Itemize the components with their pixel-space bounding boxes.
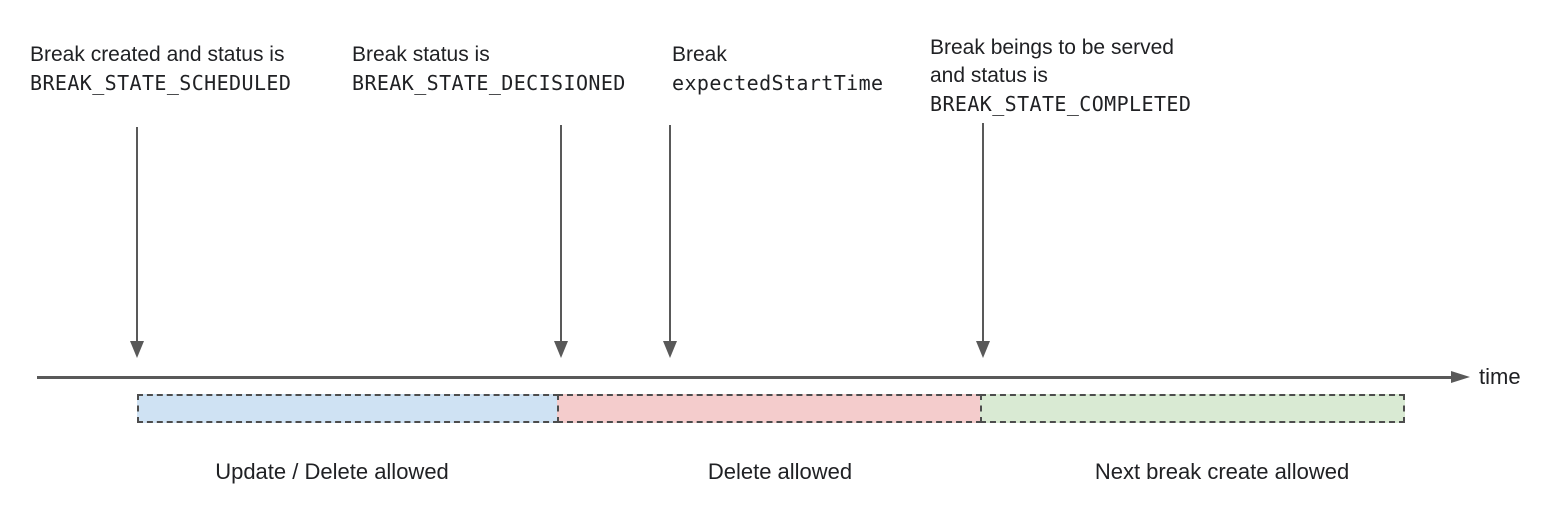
down-arrow-icon — [976, 123, 990, 358]
annotation-line: and status is — [930, 64, 1048, 87]
annotation-expected-start-time: Break expectedStartTime — [672, 41, 884, 97]
timeline-axis — [37, 376, 1453, 379]
down-arrow-icon — [554, 125, 568, 358]
annotation-line: Break beings to be served — [930, 36, 1174, 59]
annotation-state-code: BREAK_STATE_COMPLETED — [930, 92, 1192, 116]
annotation-break-completed: Break beings to be served and status is … — [930, 34, 1191, 118]
annotation-break-decisioned: Break status is BREAK_STATE_DECISIONED — [352, 41, 626, 97]
segment-label-update-delete: Update / Delete allowed — [215, 459, 449, 484]
segment-update-delete-allowed — [137, 394, 559, 423]
annotation-line: Break — [672, 43, 727, 66]
annotation-field-code: expectedStartTime — [672, 71, 884, 95]
right-arrow-icon — [1451, 371, 1470, 383]
annotation-break-scheduled: Break created and status is BREAK_STATE_… — [30, 41, 291, 97]
segment-label-delete: Delete allowed — [707, 459, 853, 484]
segment-label-next-break-create: Next break create allowed — [1094, 459, 1350, 484]
segment-delete-allowed — [557, 394, 982, 423]
annotation-line: Break created and status is — [30, 43, 285, 66]
annotation-line: Break status is — [352, 43, 490, 66]
down-arrow-icon — [663, 125, 677, 358]
annotation-state-code: BREAK_STATE_DECISIONED — [352, 71, 626, 95]
time-axis-label: time — [1479, 364, 1521, 389]
segments-bar — [137, 394, 1405, 423]
annotation-state-code: BREAK_STATE_SCHEDULED — [30, 71, 292, 95]
segment-next-break-create-allowed — [980, 394, 1405, 423]
down-arrow-icon — [130, 127, 144, 358]
